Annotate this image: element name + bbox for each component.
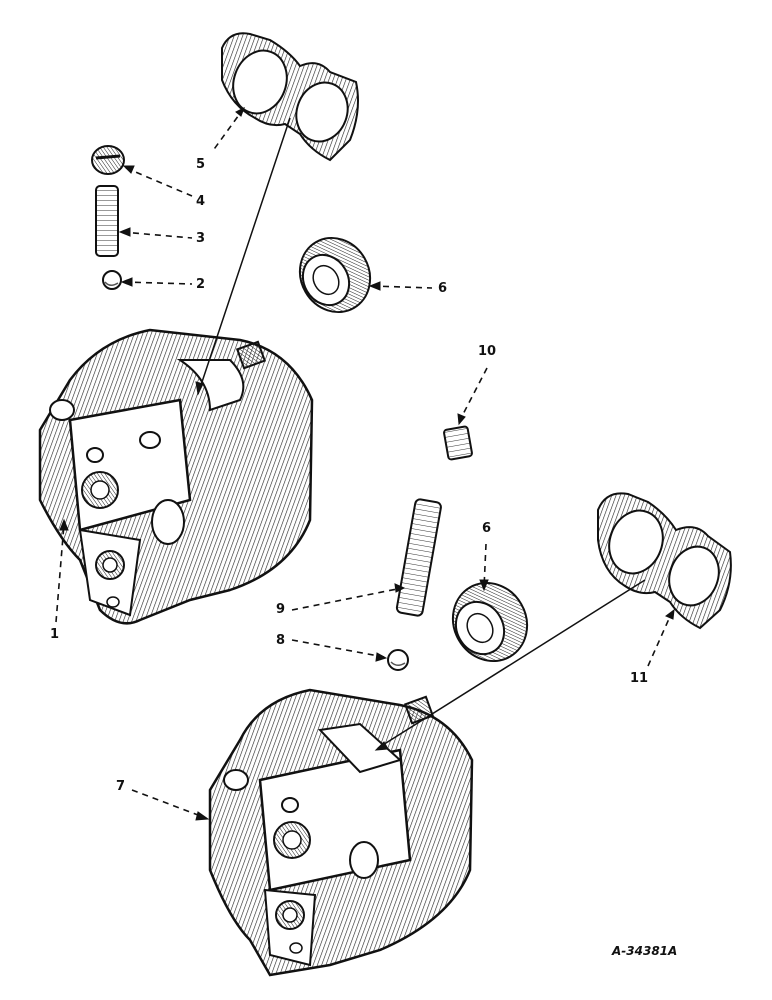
callout-11: 11 (630, 671, 649, 686)
callout-9: 9 (276, 602, 286, 617)
gasket-lower (597, 492, 732, 630)
callout-5: 5 (196, 157, 206, 172)
callout-3: 3 (196, 231, 206, 246)
plug-screw (91, 145, 125, 175)
bearing-upper (298, 236, 372, 314)
gasket-top (221, 32, 359, 162)
pump-body-upper (38, 328, 314, 625)
ball-small (102, 270, 122, 290)
callout-2: 2 (196, 277, 206, 292)
callout-6-lower: 6 (482, 521, 492, 536)
bearing-lower (451, 581, 529, 663)
spring-long (395, 498, 442, 617)
plug-10 (443, 425, 473, 461)
spring-small (95, 185, 119, 257)
callout-6-upper: 6 (438, 281, 448, 296)
callout-4: 4 (196, 194, 206, 209)
pump-body-lower (208, 688, 474, 977)
figure-code: A-34381A (612, 944, 678, 958)
callout-1: 1 (50, 627, 60, 642)
leader-lines (55, 106, 675, 821)
callout-7: 7 (116, 779, 126, 794)
callout-8: 8 (276, 633, 286, 648)
callout-10: 10 (478, 344, 497, 359)
ball-large (387, 649, 409, 671)
